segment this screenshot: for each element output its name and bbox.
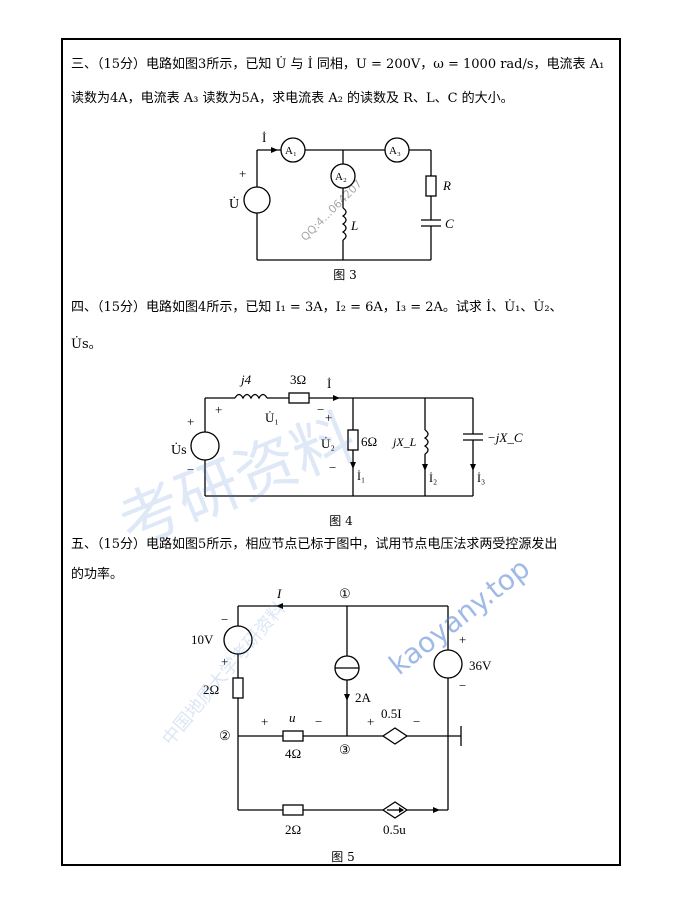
fig3-ammeter-a3: A₃ xyxy=(384,137,410,163)
fig3-ammeter-a2: A₂ xyxy=(330,163,356,189)
svg-text:−jX_C: −jX_C xyxy=(487,430,523,445)
svg-text:A₁: A₁ xyxy=(285,145,297,157)
fig3-voltage-source: + U̇ xyxy=(229,150,271,260)
fig4-u1-plus: + xyxy=(215,402,222,417)
svg-text:İ₁: İ₁ xyxy=(357,469,365,483)
svg-text:j4: j4 xyxy=(239,372,252,387)
svg-text:6Ω: 6Ω xyxy=(361,434,377,449)
svg-text:+: + xyxy=(367,714,374,729)
fig3-current-arrow: İ xyxy=(262,130,278,153)
q3-line1: 三、（15分）电路如图3所示，已知 U̇ 与 İ 同相，U = 200V，ω =… xyxy=(71,57,605,72)
fig5-node3: ③ xyxy=(339,742,351,757)
q5-line1: 五、（15分）电路如图5所示，相应节点已标于图中，试用节点电压法求两受控源发出 xyxy=(71,537,558,552)
fig4-inductor-jxl: jX_L İ₂ xyxy=(391,398,437,496)
svg-text:0.5u: 0.5u xyxy=(383,822,406,837)
svg-text:−: − xyxy=(329,460,336,475)
svg-text:−: − xyxy=(413,714,420,729)
svg-text:36V: 36V xyxy=(469,658,492,673)
fig4-resistor-3ohm: 3Ω xyxy=(288,372,310,404)
svg-text:A₂: A₂ xyxy=(335,171,347,183)
svg-text:+: + xyxy=(261,714,268,729)
fig5-current-source-2a: 2A xyxy=(334,606,372,736)
figure-3-circuit: + U̇ İ A₁ A₃ A₂ L xyxy=(229,130,454,261)
svg-text:−: − xyxy=(315,714,322,729)
fig5-node1: ① xyxy=(339,586,351,601)
figure-4-caption: 图 4 xyxy=(329,514,353,528)
svg-text:3Ω: 3Ω xyxy=(290,372,306,387)
svg-text:I: I xyxy=(276,586,282,601)
fig5-ccvs-0-5i: 0.5I + − xyxy=(367,706,420,745)
svg-text:2Ω: 2Ω xyxy=(203,682,219,697)
svg-text:C: C xyxy=(445,216,454,231)
fig5-resistor-4ohm: 4Ω u + − xyxy=(261,710,322,761)
q5-line2: 的功率。 xyxy=(71,567,124,582)
svg-text:U̇₂: U̇₂ xyxy=(321,436,335,451)
svg-text:−: − xyxy=(221,612,228,627)
svg-text:L: L xyxy=(350,218,358,233)
figure-4-circuit: + U̇s − j4 3Ω İ + U̇₁ − 6Ω xyxy=(171,372,523,497)
svg-text:+: + xyxy=(221,654,228,669)
svg-text:+: + xyxy=(325,410,332,425)
svg-text:2Ω: 2Ω xyxy=(285,822,301,837)
exam-page: 三、（15分）电路如图3所示，已知 U̇ 与 İ 同相，U = 200V，ω =… xyxy=(61,38,621,866)
fig4-current-arrow: İ xyxy=(327,376,340,401)
svg-text:A₃: A₃ xyxy=(389,145,401,157)
fig3-plus: + xyxy=(239,166,246,181)
svg-text:İ₂: İ₂ xyxy=(429,471,437,485)
figure-5-circuit: I ① 10V − + 2Ω ② 2A ③ xyxy=(191,586,492,837)
svg-text:jX_L: jX_L xyxy=(391,435,417,449)
fig5-node2: ② xyxy=(219,728,231,743)
fig5-resistor-2ohm-left: 2Ω xyxy=(203,677,244,699)
fig5-source-10v: 10V − + xyxy=(191,606,253,678)
svg-text:İ: İ xyxy=(327,376,331,391)
svg-text:4Ω: 4Ω xyxy=(285,746,301,761)
fig5-current-i: I xyxy=(276,586,283,609)
q4-line2: U̇s。 xyxy=(71,337,102,352)
fig3-capacitor-c: C xyxy=(421,216,454,231)
fig3-ammeter-a1: A₁ xyxy=(280,137,306,163)
svg-text:+: + xyxy=(187,414,194,429)
svg-text:İ₃: İ₃ xyxy=(477,471,485,485)
svg-text:+: + xyxy=(459,632,466,647)
svg-text:U̇s: U̇s xyxy=(171,441,187,458)
svg-text:0.5I: 0.5I xyxy=(381,706,402,721)
svg-text:−: − xyxy=(187,462,194,477)
fig4-capacitor-jxc: −jX_C İ₃ xyxy=(463,398,523,496)
fig5-resistor-2ohm-bottom: 2Ω xyxy=(282,804,304,837)
svg-text:u: u xyxy=(289,710,296,725)
svg-text:İ: İ xyxy=(262,130,266,145)
fig5-source-36v: 36V + − xyxy=(433,606,492,736)
fig3-resistor-r: R xyxy=(425,175,451,197)
svg-text:R: R xyxy=(442,178,451,193)
fig4-resistor-6ohm: 6Ω İ₁ + U̇₂ − xyxy=(321,398,377,496)
svg-text:2A: 2A xyxy=(355,690,372,705)
figure-3-caption: 图 3 xyxy=(333,268,357,282)
fig5-vccs-0-5u: 0.5u xyxy=(381,801,409,837)
svg-text:−: − xyxy=(459,678,466,693)
fig4-voltage-source: + U̇s − xyxy=(171,398,220,496)
q3-line2: 读数为4A，电流表 A₃ 读数为5A，求电流表 A₂ 的读数及 R、L、C 的大… xyxy=(71,91,514,106)
svg-text:10V: 10V xyxy=(191,632,214,647)
fig3-source-label: U̇ xyxy=(229,195,239,212)
figure-5-caption: 图 5 xyxy=(331,850,355,864)
fig4-u1-label: U̇₁ xyxy=(265,410,279,425)
fig3-inductor-l: L xyxy=(341,207,358,241)
fig4-u1-minus: − xyxy=(317,402,324,417)
fig4-inductor-j4: j4 xyxy=(234,372,268,400)
q4-line1: 四、（15分）电路如图4所示，已知 I₁ = 3A，I₂ = 6A，I₃ = 2… xyxy=(71,300,563,315)
